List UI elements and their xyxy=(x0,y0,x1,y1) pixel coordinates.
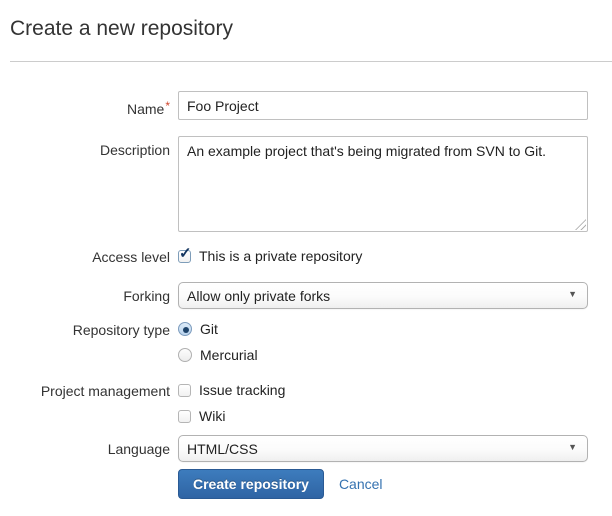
forking-select[interactable]: Allow only private forks ▼ xyxy=(178,282,588,309)
forking-label: Forking xyxy=(123,288,170,304)
issue-tracking-label[interactable]: Issue tracking xyxy=(199,382,286,398)
divider xyxy=(10,61,612,62)
check-icon: ✓ xyxy=(179,244,192,262)
name-row: Name* xyxy=(10,91,612,120)
repository-type-option-mercurial: Mercurial xyxy=(178,347,588,363)
repository-type-option-git: Git xyxy=(178,321,588,337)
private-repository-label[interactable]: This is a private repository xyxy=(199,248,363,264)
forking-row: Forking Allow only private forks ▼ xyxy=(10,282,612,309)
git-radio-label[interactable]: Git xyxy=(200,321,218,337)
repository-type-row: Repository type Git Mercurial xyxy=(10,321,612,363)
wiki-option: ✓ Wiki xyxy=(178,408,588,424)
access-level-label: Access level xyxy=(92,249,170,265)
forking-selected-value: Allow only private forks xyxy=(187,288,331,304)
mercurial-radio[interactable] xyxy=(178,348,192,362)
private-repository-checkbox[interactable]: ✓ xyxy=(178,246,192,263)
name-label: Name* xyxy=(10,91,170,117)
wiki-checkbox[interactable]: ✓ xyxy=(178,409,191,423)
cancel-link[interactable]: Cancel xyxy=(338,476,383,492)
chevron-down-icon: ▼ xyxy=(568,442,577,452)
mercurial-radio-label[interactable]: Mercurial xyxy=(200,347,258,363)
language-selected-value: HTML/CSS xyxy=(187,441,258,457)
repository-type-label: Repository type xyxy=(72,322,170,338)
language-label: Language xyxy=(107,441,170,457)
language-select[interactable]: HTML/CSS ▼ xyxy=(178,435,588,462)
name-label-text: Name xyxy=(126,101,165,117)
access-level-row: Access level ✓ This is a private reposit… xyxy=(10,246,612,266)
private-repository-option: ✓ This is a private repository xyxy=(178,246,588,264)
issue-tracking-option: ✓ Issue tracking xyxy=(178,382,588,398)
create-repository-button[interactable]: Create repository xyxy=(178,469,324,499)
required-asterisk: * xyxy=(165,99,170,113)
wiki-label[interactable]: Wiki xyxy=(199,408,226,424)
chevron-down-icon: ▼ xyxy=(568,289,577,299)
description-row: Description An example project that's be… xyxy=(10,136,612,232)
actions-row: Create repository Cancel xyxy=(10,469,612,499)
git-radio[interactable] xyxy=(178,322,192,336)
description-textarea[interactable]: An example project that's being migrated… xyxy=(178,136,588,232)
issue-tracking-checkbox[interactable]: ✓ xyxy=(178,383,191,397)
project-management-label: Project management xyxy=(40,383,170,399)
page-title: Create a new repository xyxy=(10,17,233,40)
name-input[interactable] xyxy=(178,91,588,120)
resize-handle-icon[interactable] xyxy=(575,219,586,230)
language-row: Language HTML/CSS ▼ xyxy=(10,435,612,462)
project-management-row: Project management ✓ Issue tracking ✓ Wi… xyxy=(10,382,612,424)
description-label: Description xyxy=(99,142,170,158)
